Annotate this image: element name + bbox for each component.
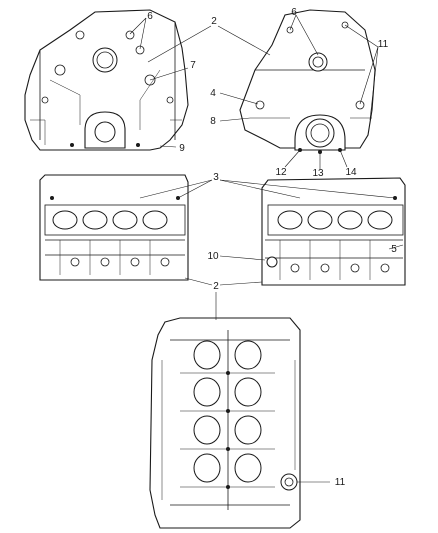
callout-11-bottom: 11 <box>335 477 346 488</box>
block-rear-view-right <box>239 9 376 154</box>
callout-3: 3 <box>213 172 219 183</box>
block-front-view-left <box>24 9 189 151</box>
callout-12: 12 <box>275 167 287 178</box>
callout-2-top: 2 <box>211 16 217 27</box>
callout-6-left: 6 <box>147 11 153 22</box>
callout-8: 8 <box>210 116 216 127</box>
callout-5: 5 <box>391 244 397 255</box>
callout-leaders <box>129 14 404 483</box>
callout-9: 9 <box>179 143 185 154</box>
callout-14: 14 <box>345 167 357 178</box>
callout-4: 4 <box>210 88 216 99</box>
callout-7: 7 <box>190 60 196 71</box>
callout-10: 10 <box>207 251 219 262</box>
callout-11-top: 11 <box>378 39 389 50</box>
callout-2-mid: 2 <box>213 281 219 292</box>
block-side-view-left <box>39 174 189 281</box>
callout-labels: 2 6 7 9 6 11 4 8 12 13 14 3 10 5 2 11 <box>147 7 397 488</box>
callout-13: 13 <box>312 168 324 179</box>
callout-6-right: 6 <box>291 7 297 18</box>
block-bottom-view <box>149 317 301 529</box>
block-side-view-right <box>261 177 406 286</box>
